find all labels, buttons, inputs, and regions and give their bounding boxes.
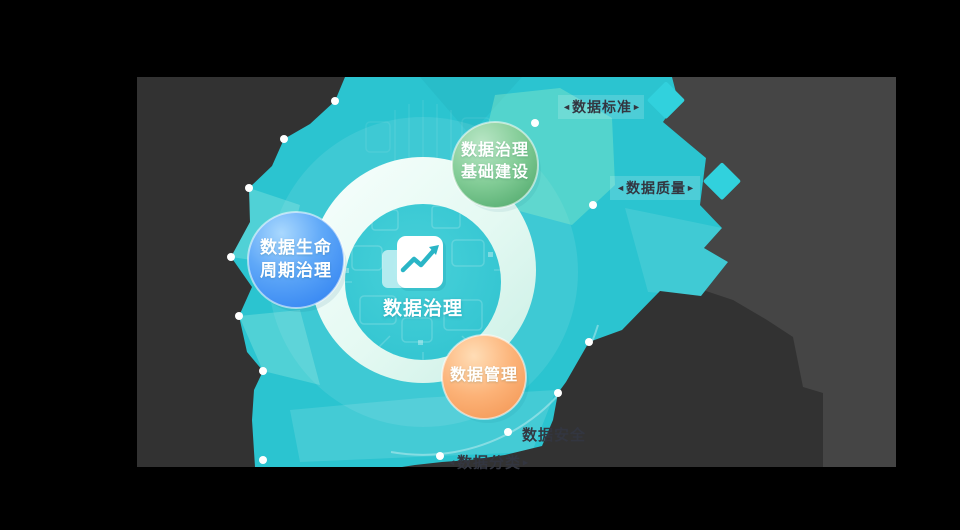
tag-quality: ◄数据质量► xyxy=(616,180,696,196)
vertex-dots xyxy=(227,97,597,464)
diamond-icon xyxy=(703,162,741,200)
right-arrow-decor: ► xyxy=(686,183,696,193)
left-arrow-decor: ◄ xyxy=(562,102,572,112)
tag-band-standard xyxy=(558,95,644,119)
tag-standard: ◄数据标准► xyxy=(562,99,642,115)
orange-circle-label: 数据管理 xyxy=(449,367,519,384)
left-arrow-decor: ◄ xyxy=(616,183,626,193)
tag-classification: ◄数据分类► xyxy=(447,454,531,472)
diamond-icon xyxy=(647,81,685,119)
satellite-circles xyxy=(247,121,541,423)
blue-circle xyxy=(247,211,345,309)
orange-circle xyxy=(441,334,527,420)
tag-band-quality xyxy=(610,176,700,200)
green-circle xyxy=(451,121,539,209)
green-circle-label: 数据治理 基础建设 xyxy=(460,142,530,181)
right-arrow-decor: ► xyxy=(521,457,531,468)
left-arrow-decor: ◄ xyxy=(447,457,457,468)
blue-circle-label: 数据生命 周期治理 xyxy=(260,238,332,280)
center-label: 数据治理 xyxy=(382,298,464,320)
right-arrow-decor: ► xyxy=(632,102,642,112)
tag-security: 数据安全 xyxy=(522,427,587,444)
line-chart-document-icon xyxy=(382,236,446,291)
